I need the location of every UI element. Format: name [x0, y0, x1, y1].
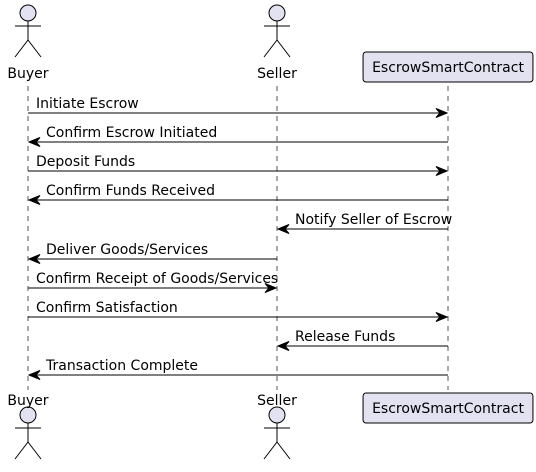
buyer-actor-figure-top	[14, 21, 42, 58]
escrow-participant-label-bottom: EscrowSmartContract	[372, 401, 524, 417]
buyer-actor-label-top: Buyer	[7, 66, 48, 82]
escrow-participant-box-top	[362, 51, 534, 83]
message-label: Confirm Escrow Initiated	[46, 125, 217, 141]
escrow-participant-label-top: EscrowSmartContract	[372, 60, 524, 76]
message-label: Deposit Funds	[36, 154, 135, 170]
seller-actor-label-bottom: Seller	[257, 393, 297, 409]
buyer-actor-figure-bottom	[14, 423, 42, 460]
escrow-participant-box-bottom	[362, 392, 534, 424]
message-arrowhead	[435, 108, 449, 118]
buyer-actor-head-top	[19, 4, 37, 22]
message-label: Notify Seller of Escrow	[295, 212, 452, 228]
message-label: Initiate Escrow	[36, 96, 139, 112]
message-arrowhead	[27, 137, 41, 147]
message-arrowhead	[27, 370, 41, 380]
buyer-actor-label-bottom: Buyer	[7, 393, 48, 409]
message-arrowhead	[27, 254, 41, 264]
message-label: Confirm Satisfaction	[36, 300, 178, 316]
message-arrowhead	[435, 312, 449, 322]
message-label: Confirm Funds Received	[46, 183, 215, 199]
seller-actor-figure-top	[263, 21, 291, 58]
message-arrowhead	[276, 341, 290, 351]
message-label: Deliver Goods/Services	[46, 242, 208, 258]
message-label: Transaction Complete	[45, 358, 198, 374]
message-arrowhead	[264, 283, 278, 293]
seller-actor-figure-bottom	[263, 423, 291, 460]
message-arrowhead	[276, 224, 290, 234]
message-arrowhead	[435, 166, 449, 176]
message-label: Confirm Receipt of Goods/Services	[36, 271, 278, 287]
seller-actor-head-top	[268, 4, 286, 22]
seller-actor-label-top: Seller	[257, 66, 297, 82]
message-label: Release Funds	[295, 329, 395, 345]
seller-actor-head-bottom	[268, 406, 286, 424]
message-arrowhead	[27, 195, 41, 205]
buyer-actor-head-bottom	[19, 406, 37, 424]
